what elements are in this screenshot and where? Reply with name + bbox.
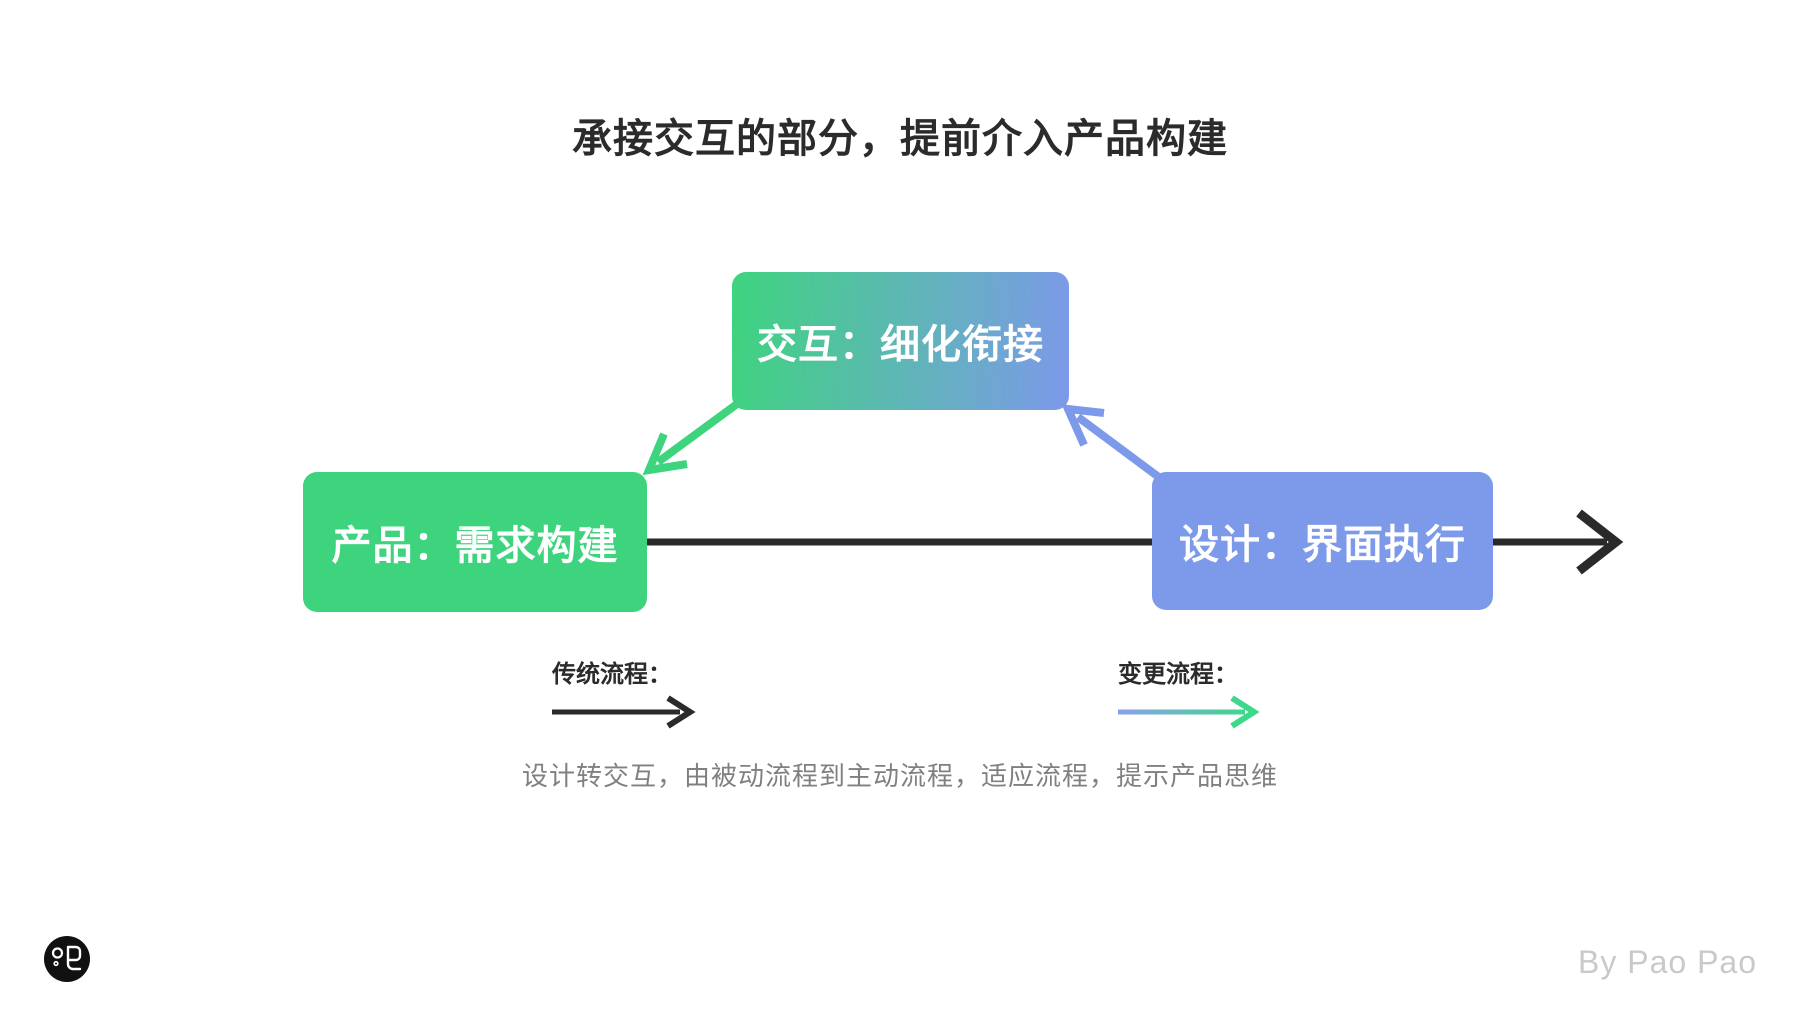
- main-flow-arrowhead-icon: [1576, 509, 1624, 575]
- credit-text: By Pao Pao: [1578, 944, 1757, 980]
- caption-text: 设计转交互，由被动流程到主动流程，适应流程，提示产品思维: [521, 761, 1278, 791]
- interaction-to-product-arrow: [655, 400, 740, 466]
- legend-changed-label: 变更流程：: [1118, 661, 1238, 688]
- legend-traditional-arrowhead-icon: [666, 695, 696, 729]
- node-design-label: 设计：界面执行: [1179, 523, 1466, 567]
- node-interaction: 交互：细化衔接: [732, 272, 1069, 410]
- legend-traditional-label: 传统流程：: [552, 661, 672, 688]
- interaction-to-product-arrowhead-icon: [642, 432, 688, 476]
- design-to-interaction-arrowhead-icon: [1061, 404, 1105, 447]
- node-product: 产品：需求构建: [303, 472, 647, 612]
- node-design: 设计：界面执行: [1152, 472, 1493, 610]
- page-title: 承接交互的部分，提前介入产品构建: [572, 117, 1228, 161]
- legend-changed-arrowhead-icon: [1230, 695, 1260, 729]
- node-product-label: 产品：需求构建: [331, 524, 619, 568]
- design-to-interaction-arrow: [1075, 413, 1163, 482]
- paopao-logo-icon: [44, 936, 90, 982]
- node-interaction-label: 交互：细化衔接: [757, 323, 1044, 367]
